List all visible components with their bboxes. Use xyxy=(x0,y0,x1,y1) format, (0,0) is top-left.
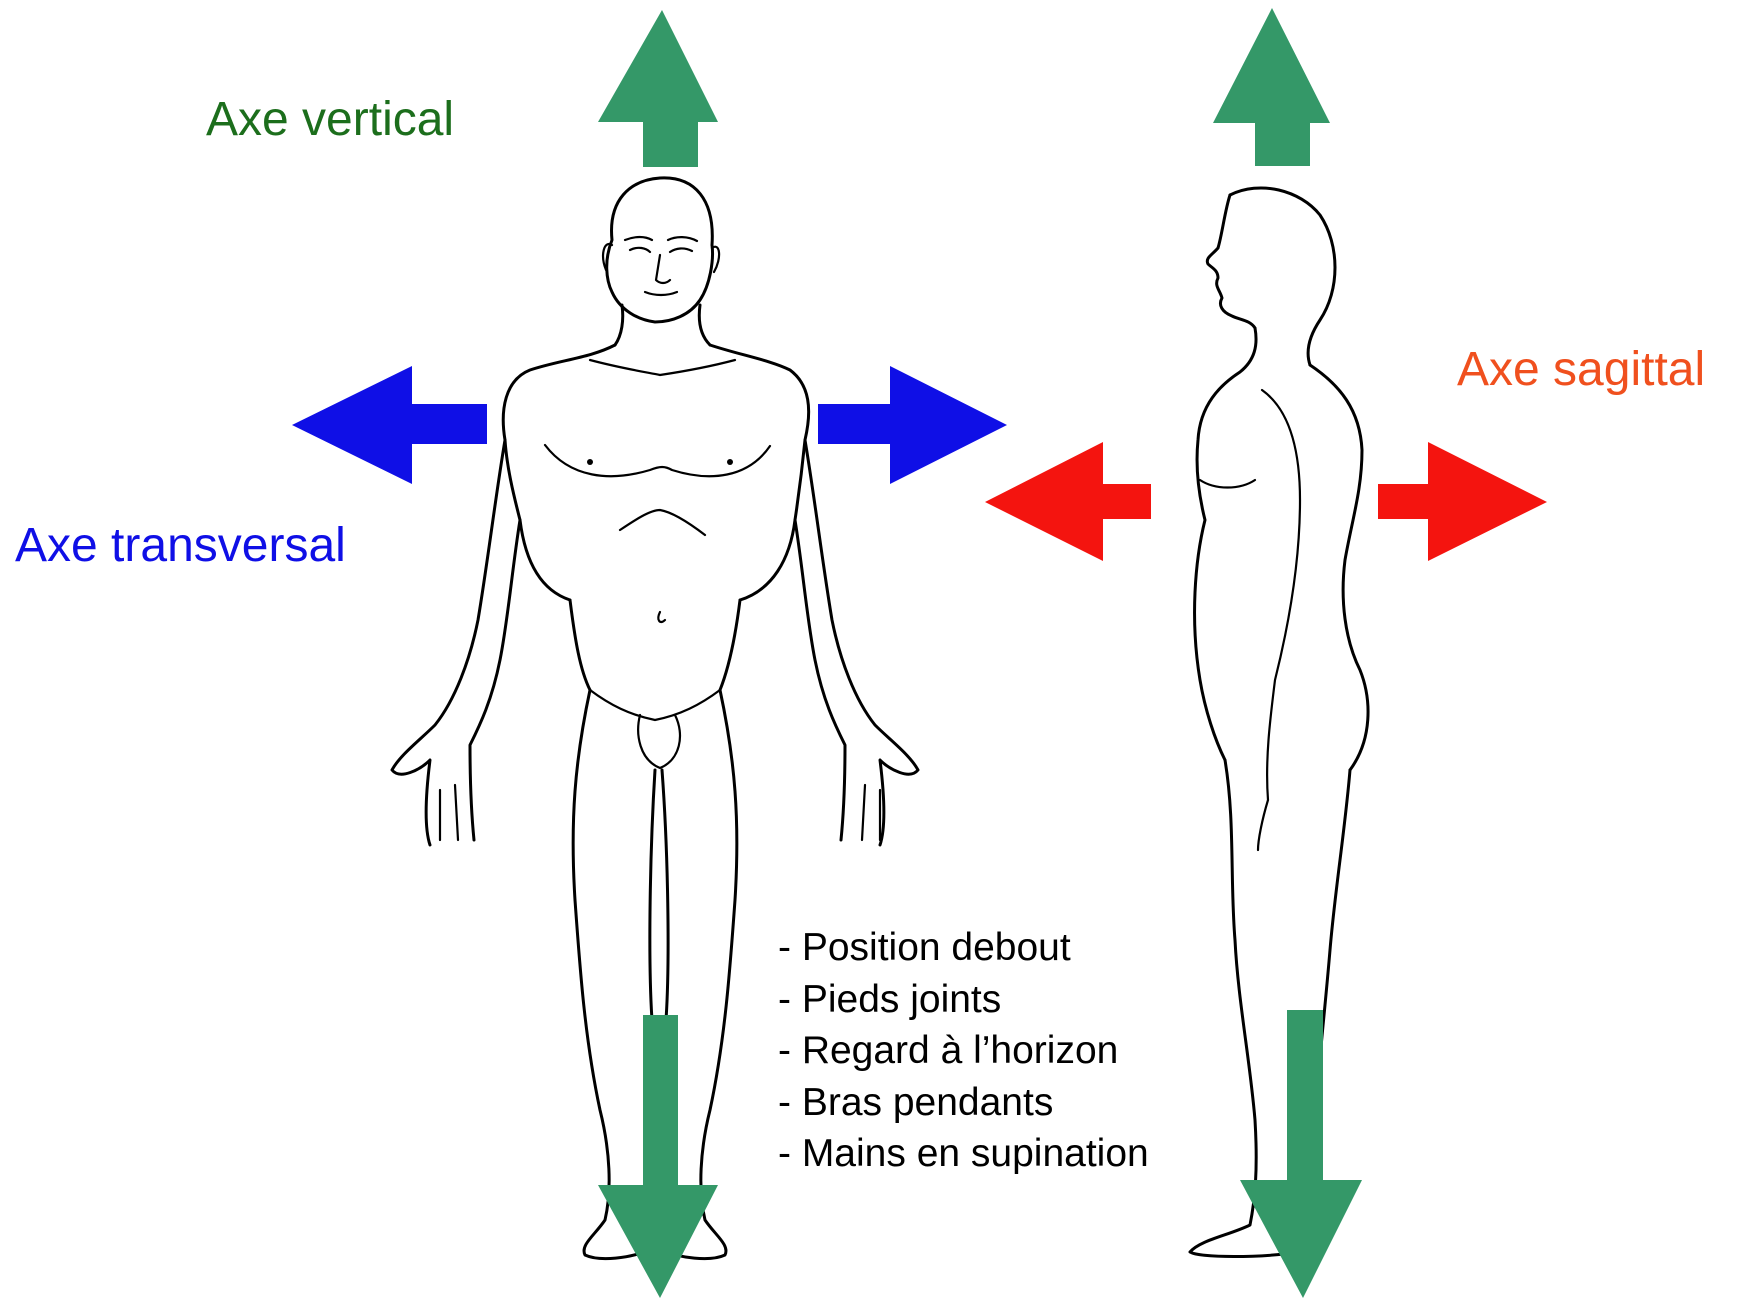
transversal-arrow-right xyxy=(818,366,1007,484)
sagittal-axis-label: Axe sagittal xyxy=(1457,346,1705,394)
vertical-arrow-up-side xyxy=(1213,8,1330,166)
note-item: - Pieds joints xyxy=(778,974,1149,1026)
sagittal-arrow-left xyxy=(985,442,1151,561)
vertical-arrow-down-front xyxy=(598,1015,718,1298)
position-notes-list: - Position debout - Pieds joints - Regar… xyxy=(778,922,1149,1180)
transversal-axis-label: Axe transversal xyxy=(15,522,346,570)
vertical-axis-label: Axe vertical xyxy=(206,96,454,144)
sagittal-arrow-right xyxy=(1378,442,1547,561)
note-item: - Bras pendants xyxy=(778,1077,1149,1129)
note-item: - Mains en supination xyxy=(778,1128,1149,1180)
transversal-arrow-left xyxy=(292,366,487,484)
note-item: - Regard à l’horizon xyxy=(778,1025,1149,1077)
vertical-arrow-up-front xyxy=(598,10,718,167)
side-figure xyxy=(1190,188,1368,1257)
note-item: - Position debout xyxy=(778,922,1149,974)
